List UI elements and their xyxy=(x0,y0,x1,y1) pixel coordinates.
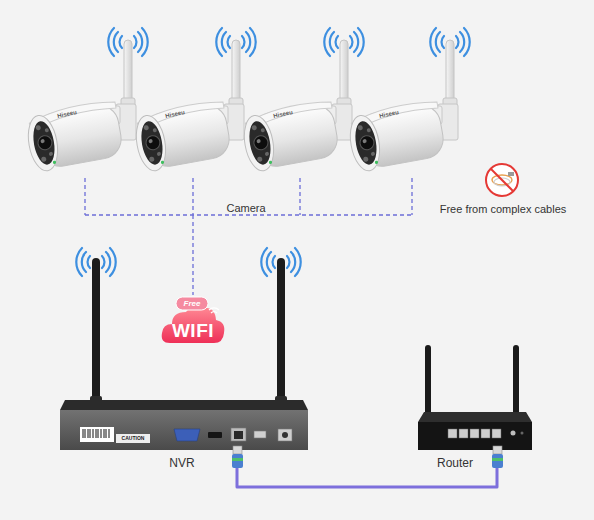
device-label: Router xyxy=(425,456,485,470)
antenna xyxy=(513,345,519,417)
lan-port xyxy=(231,428,246,441)
wifi-signal xyxy=(430,28,469,56)
router-antennas xyxy=(425,345,519,417)
nvr-device xyxy=(60,400,308,450)
wifi-badge: FreeWIFI xyxy=(160,295,226,345)
reset-button xyxy=(521,432,524,435)
nvr-box: NVR xyxy=(60,400,308,450)
usb-port xyxy=(254,431,266,438)
camera-bus xyxy=(85,178,412,215)
dc-socket xyxy=(282,432,288,438)
vga-port xyxy=(174,429,200,441)
hdmi-port xyxy=(208,432,222,438)
bullet-camera xyxy=(346,40,458,173)
antenna xyxy=(425,345,431,417)
router-box: Router xyxy=(418,412,532,450)
nvr-back-panel xyxy=(60,410,308,450)
caution-sticker xyxy=(116,434,150,443)
power-port xyxy=(278,429,292,441)
plug-boot xyxy=(232,454,243,468)
wireless-link xyxy=(192,215,193,295)
mini-wifi xyxy=(209,308,219,313)
wifi-signal xyxy=(216,28,255,56)
wifi-signal xyxy=(76,248,115,276)
prohibit-slash xyxy=(491,169,513,191)
plug-stripe xyxy=(232,458,243,461)
wifi-signal xyxy=(324,28,363,56)
wifi-signal xyxy=(108,28,147,56)
lan-port xyxy=(448,429,457,438)
bullet-camera xyxy=(132,40,244,173)
prohibit-circle xyxy=(486,164,518,196)
sticker-text: CAUTION xyxy=(116,434,150,443)
camera-group: Camera xyxy=(30,25,450,215)
antenna xyxy=(277,258,285,408)
bus-drop xyxy=(84,178,85,215)
power-socket xyxy=(511,431,516,436)
group-label: Camera xyxy=(216,201,276,215)
plug-boot xyxy=(492,454,503,468)
bus-drop xyxy=(411,178,412,215)
feature-note: Free from complex cables xyxy=(428,202,578,216)
router-device xyxy=(418,412,532,450)
device-label: NVR xyxy=(152,456,212,470)
tag-pill xyxy=(176,297,208,310)
bullet-camera xyxy=(24,40,136,173)
router-top xyxy=(418,412,532,422)
bullet-camera xyxy=(240,40,352,173)
badge-tag: Free xyxy=(176,297,208,310)
wifi-signal xyxy=(261,248,300,276)
nvr-antennas xyxy=(90,258,287,408)
cable-plug xyxy=(508,172,514,176)
plug-stripe xyxy=(492,458,503,461)
lan-socket xyxy=(234,431,243,439)
bus-drop xyxy=(299,178,300,215)
no-cable-icon xyxy=(486,164,518,196)
barcode xyxy=(83,429,109,438)
router-front xyxy=(418,422,532,450)
bus-line xyxy=(85,214,412,215)
nvr-top xyxy=(60,400,308,410)
badge-text: WIFI xyxy=(160,321,226,341)
bus-drop xyxy=(192,178,193,215)
lan-port xyxy=(459,429,468,438)
wan-port xyxy=(492,429,501,438)
lan-port xyxy=(481,429,490,438)
ethernet-cable xyxy=(237,450,497,487)
lan-port xyxy=(470,429,479,438)
antenna xyxy=(92,258,100,408)
barcode-sticker xyxy=(80,427,114,442)
